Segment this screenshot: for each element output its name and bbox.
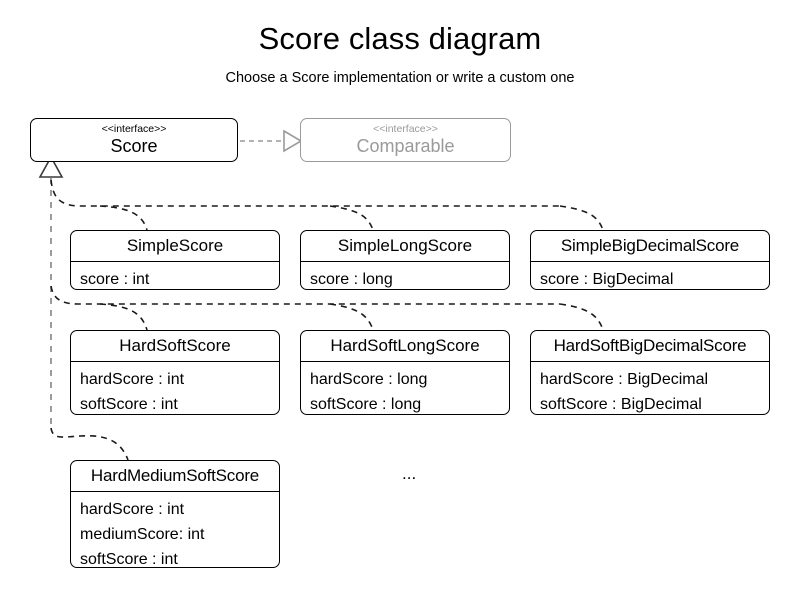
class-attribute-list: hardScore : int mediumScore: int softScore… (71, 492, 279, 578)
class-attribute-list: hardScore : long softScore : long (301, 362, 509, 423)
interface-box-score[interactable]: <<interface>> Score (30, 118, 238, 162)
class-attribute: hardScore : int (80, 371, 185, 388)
class-attribute: hardScore : long (310, 371, 428, 388)
class-box-simple-big-decimal-score[interactable]: SimpleBigDecimalScore score : BigDecimal (530, 230, 770, 290)
class-name-label: SimpleLongScore (301, 231, 509, 262)
interface-name-label: Comparable (356, 136, 455, 156)
class-attribute: softScore : int (80, 396, 178, 413)
class-attribute: hardScore : BigDecimal (540, 371, 709, 388)
page-subtitle: Choose a Score implementation or write a… (225, 70, 575, 86)
class-box-simple-long-score[interactable]: SimpleLongScore score : long (300, 230, 510, 290)
class-attribute: softScore : int (80, 551, 178, 568)
class-attribute: score : int (80, 271, 150, 288)
class-name-label: HardSoftScore (71, 331, 279, 362)
class-box-simple-score[interactable]: SimpleScore score : int (70, 230, 280, 290)
class-name-label: HardSoftLongScore (301, 331, 509, 362)
inheritance-branches-row-1 (50, 179, 604, 231)
class-attribute: hardScore : int (80, 501, 185, 518)
class-box-hard-soft-big-decimal-score[interactable]: HardSoftBigDecimalScore hardScore : BigDe… (530, 330, 770, 415)
class-attribute-list: score : BigDecimal (531, 262, 769, 298)
class-name-label: HardSoftBigDecimalScore (531, 331, 769, 362)
page-title: Score class diagram (258, 21, 542, 56)
class-attribute-list: hardScore : BigDecimal softScore : BigDec… (531, 362, 769, 423)
class-box-hard-medium-soft-score[interactable]: HardMediumSoftScore hardScore : int medium… (70, 460, 280, 568)
realization-arrow-score-to-comparable (240, 129, 303, 153)
interface-stereotype-label: <<interface>> (101, 123, 167, 135)
class-attribute: softScore : BigDecimal (540, 396, 702, 413)
class-name-label: SimpleScore (71, 231, 279, 262)
class-attribute: score : BigDecimal (540, 271, 674, 288)
class-attribute-list: score : int (71, 262, 279, 298)
class-box-hard-soft-long-score[interactable]: HardSoftLongScore hardScore : long softSco… (300, 330, 510, 415)
interface-name-label: Score (110, 136, 158, 156)
class-attribute: score : long (310, 271, 393, 288)
class-attribute: softScore : long (310, 396, 422, 413)
class-attribute-list: hardScore : int softScore : int (71, 362, 279, 423)
more-classes-ellipsis: ... (402, 464, 417, 483)
class-name-label: HardMediumSoftScore (71, 461, 279, 492)
class-attribute-list: score : long (301, 262, 509, 298)
interface-stereotype-label: <<interface>> (373, 123, 438, 135)
class-box-hard-soft-score[interactable]: HardSoftScore hardScore : int softScore : … (70, 330, 280, 415)
interface-box-comparable[interactable]: <<interface>> Comparable (300, 118, 511, 162)
class-name-label: SimpleBigDecimalScore (531, 231, 769, 262)
inheritance-branch-row-3 (50, 427, 129, 461)
class-attribute: mediumScore: int (80, 526, 205, 543)
